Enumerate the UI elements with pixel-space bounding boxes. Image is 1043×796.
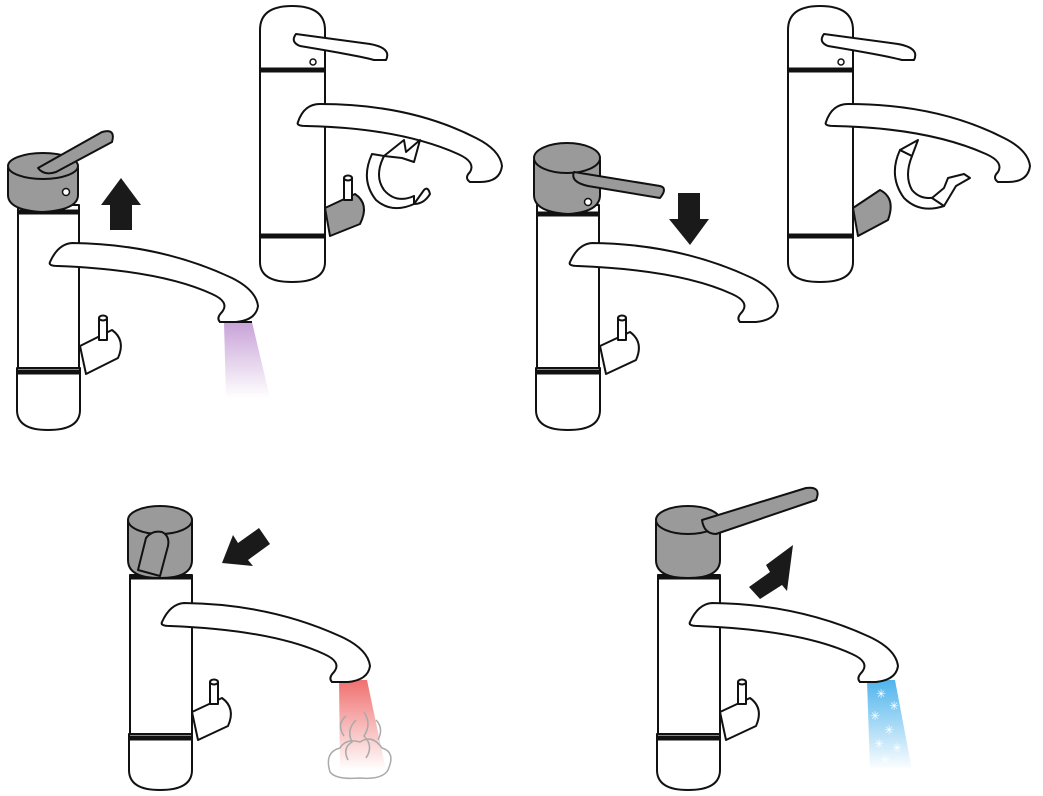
faucet-body [17, 205, 80, 430]
spout [826, 104, 1030, 182]
svg-text:✳: ✳ [876, 687, 886, 701]
panel-spout-swivel-left [788, 6, 1030, 282]
panel-lever-push-down [534, 143, 778, 430]
lever-handle [8, 131, 113, 212]
panel-lever-turn-cold: ✳ ✳ ✳ ✳ ✳ ✳ ✳ [656, 488, 912, 790]
lever-handle [128, 506, 192, 578]
svg-text:✳: ✳ [892, 741, 902, 755]
side-valve [600, 316, 639, 375]
lever-handle [656, 488, 818, 578]
swivel-arrow-icon [367, 140, 420, 208]
arrow-down-icon [669, 193, 709, 245]
side-valve [720, 680, 759, 741]
panel-lever-turn-hot [128, 506, 391, 790]
spout [50, 243, 258, 322]
side-valve [192, 680, 231, 741]
side-valve [325, 176, 364, 237]
svg-text:✳: ✳ [884, 723, 894, 737]
side-valve [853, 190, 891, 236]
lever-handle [534, 143, 664, 214]
water-stream-mixed [224, 322, 270, 398]
svg-text:✳: ✳ [870, 709, 880, 723]
svg-text:✳: ✳ [889, 699, 899, 713]
panel-lever-lift-mixed [8, 131, 270, 430]
side-valve [80, 316, 121, 375]
faucet-body [536, 205, 600, 430]
arrow-left-icon [222, 528, 270, 566]
svg-text:✳: ✳ [880, 753, 890, 767]
svg-text:✳: ✳ [874, 737, 884, 751]
panel-spout-swivel-right [260, 6, 502, 282]
arrow-up-icon [101, 178, 141, 230]
spout [570, 243, 778, 322]
arrow-right-icon [749, 545, 793, 599]
